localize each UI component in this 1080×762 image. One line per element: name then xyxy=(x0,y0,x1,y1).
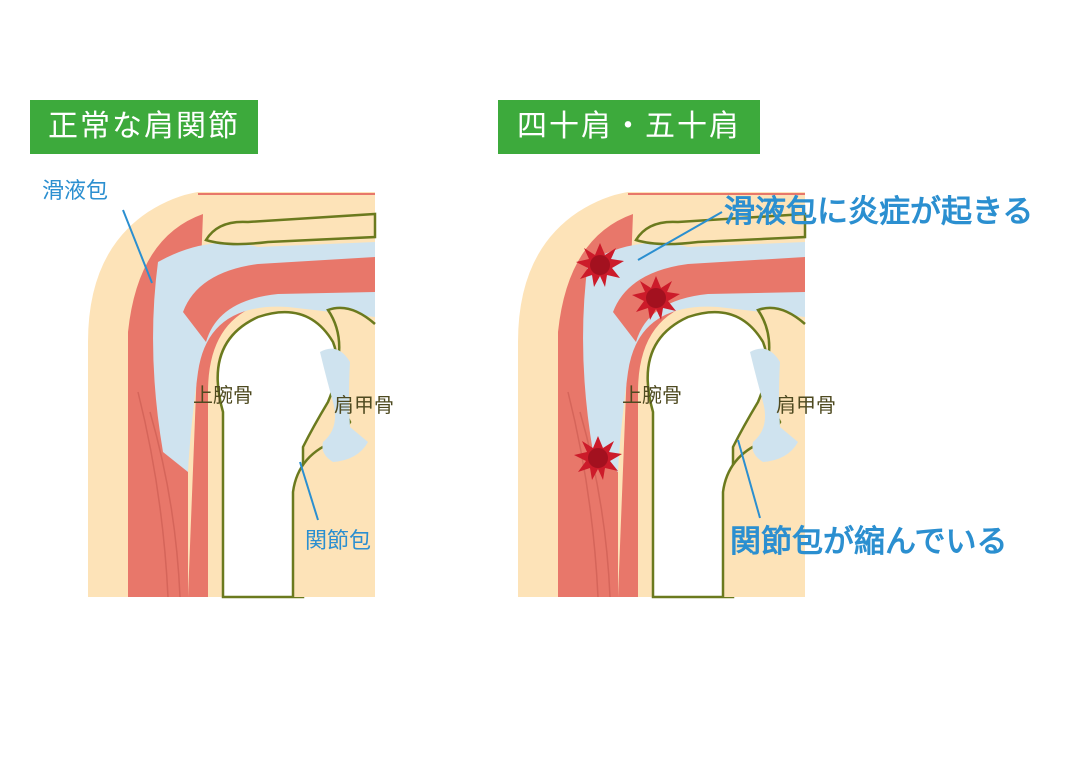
frozen-panel-title: 四十肩・五十肩 xyxy=(498,100,760,154)
inflammation-leader-line xyxy=(637,211,723,261)
capsule-leader-line xyxy=(299,461,319,521)
label-bursa: 滑液包 xyxy=(42,179,108,204)
capsule-shrink-leader-line xyxy=(737,439,761,519)
label-humerus-normal: 上腕骨 xyxy=(193,383,253,407)
normal-panel-title: 正常な肩関節 xyxy=(30,100,258,154)
label-scapula-normal: 肩甲骨 xyxy=(334,393,394,417)
callout-capsule-shrink: 関節包が縮んでいる xyxy=(730,524,1007,560)
callout-inflammation: 滑液包に炎症が起きる xyxy=(724,194,1033,230)
label-capsule: 関節包 xyxy=(305,529,371,554)
label-humerus-frozen: 上腕骨 xyxy=(622,383,682,407)
label-scapula-frozen: 肩甲骨 xyxy=(776,393,836,417)
bursa-leader-line xyxy=(122,209,153,284)
